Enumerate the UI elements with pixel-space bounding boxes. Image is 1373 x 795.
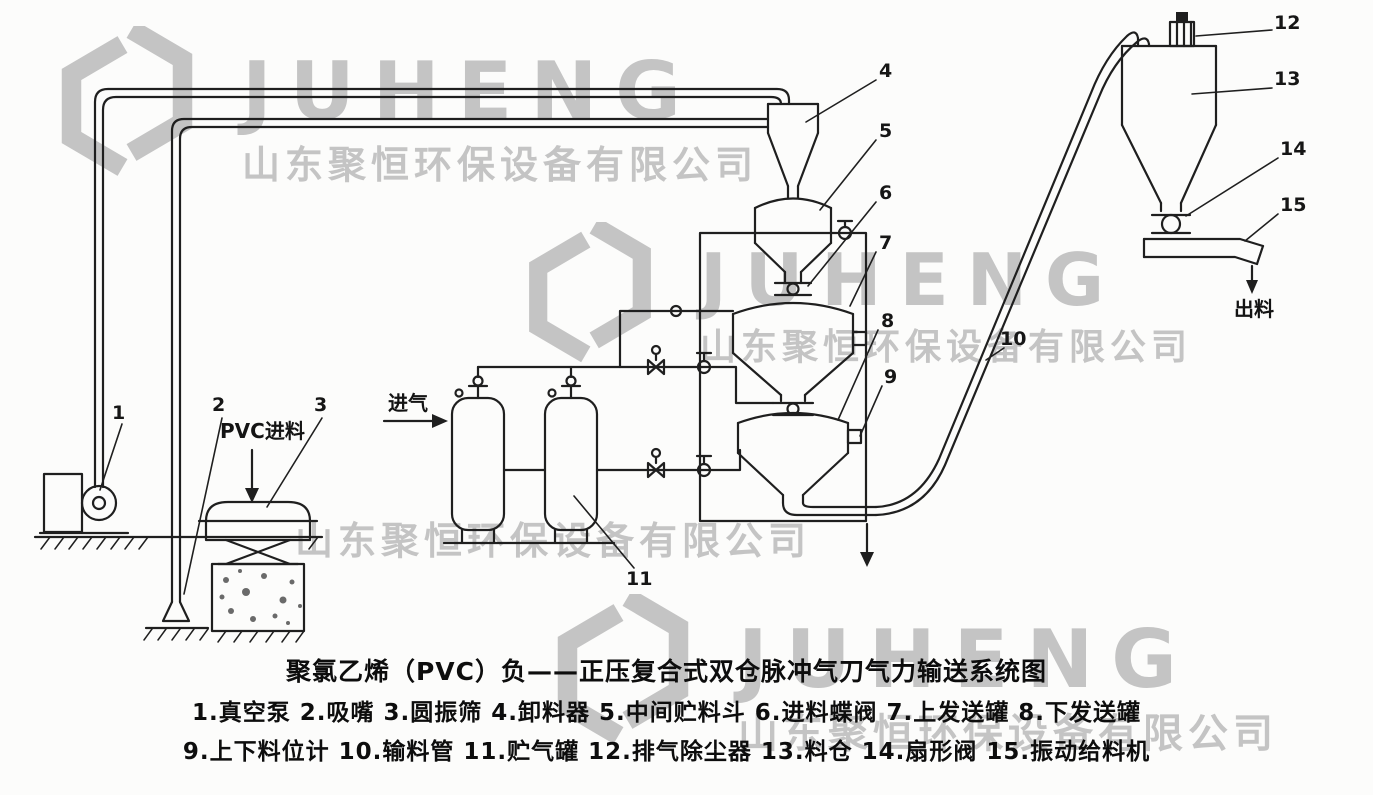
callout-14: 14	[1280, 138, 1307, 160]
intermediate-hopper	[753, 197, 833, 285]
callout-9: 9	[884, 366, 898, 388]
suction-pipe	[161, 117, 770, 623]
callout-13: 13	[1274, 68, 1301, 90]
callout-3: 3	[314, 394, 328, 416]
caption-block: 聚氯乙烯（PVC）负——正压复合式双仓脉冲气刀气力输送系统图 1.真空泵 2.吸…	[0, 652, 1373, 766]
callout-10: 10	[1000, 328, 1027, 350]
air-storage-tanks	[442, 375, 616, 545]
feed-butterfly-valve	[773, 281, 813, 297]
concrete-texture	[219, 569, 302, 625]
pvc-feed-arrow	[245, 448, 259, 503]
sector-valve	[1150, 213, 1192, 235]
label-pvc-feed: PVC进料	[220, 419, 305, 443]
watermark-brand: JUHENG	[738, 613, 1195, 706]
callout-5: 5	[879, 120, 893, 142]
callout-6: 6	[879, 182, 893, 204]
air-inlet-arrow	[382, 414, 448, 428]
vacuum-pipe	[93, 87, 791, 489]
juheng-logo-icon	[557, 594, 689, 744]
label-material-out: 出料	[1234, 297, 1274, 321]
upper-sending-tank	[731, 301, 855, 403]
discharge-arrow	[1246, 264, 1258, 294]
legend-line-1: 1.真空泵 2.吸嘴 3.圆振筛 4.卸料器 5.中间贮料斗 6.进料蝶阀 7.…	[192, 700, 1141, 726]
air-piping	[476, 304, 775, 479]
level-indicators	[846, 330, 868, 445]
flow-down-arrow	[860, 522, 874, 567]
watermark-company: 山东聚恒环保设备有限公司	[242, 143, 759, 187]
callout-12: 12	[1274, 12, 1301, 34]
label-air-inlet: 进气	[388, 391, 428, 415]
callout-15: 15	[1280, 194, 1307, 216]
diagram-title: 聚氯乙烯（PVC）负——正压复合式双仓脉冲气刀气力输送系统图	[285, 657, 1048, 686]
callout-leader-lines	[99, 29, 1279, 595]
callout-11: 11	[626, 568, 653, 590]
watermark-company: 山东聚恒环保设备有限公司	[295, 519, 812, 563]
watermark-company: 山东聚恒环保设备有限公司	[738, 711, 1278, 757]
exhaust-dust-collector	[1168, 12, 1196, 48]
legend-line-2: 9.上下料位计 10.输料管 11.贮气罐 12.排气除尘器 13.料仓 14.…	[182, 739, 1151, 765]
support-frame	[698, 219, 868, 523]
callout-7: 7	[879, 232, 893, 254]
vibrating-screen	[197, 500, 319, 643]
conveying-pipe	[874, 31, 1151, 517]
ground-line	[33, 531, 324, 641]
watermark-company: 山东聚恒环保设备有限公司	[700, 327, 1193, 368]
juheng-logo-icon	[529, 222, 651, 363]
watermark-lower-left: 山东聚恒环保设备有限公司	[295, 522, 811, 560]
discharger-cyclone	[766, 102, 820, 200]
lower-sending-tank	[736, 411, 878, 517]
inter-tank-valve	[771, 401, 815, 417]
callout-1: 1	[112, 402, 126, 424]
vibrating-feeder	[1142, 237, 1265, 266]
callout-4: 4	[879, 60, 893, 82]
callout-8: 8	[881, 310, 895, 332]
vacuum-pump	[42, 472, 118, 534]
silo	[1120, 44, 1218, 213]
watermark-bottom: JUHENG 山东聚恒环保设备有限公司	[548, 594, 1278, 754]
juheng-logo-icon	[61, 26, 193, 176]
callout-2: 2	[212, 394, 226, 416]
